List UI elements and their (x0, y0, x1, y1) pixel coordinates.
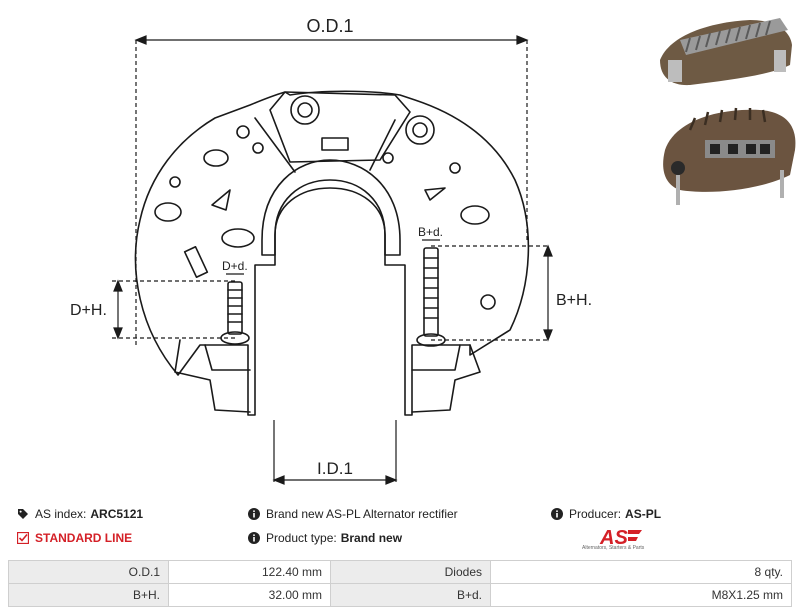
spec-value: M8X1.25 mm (490, 583, 792, 607)
table-row: O.D.1 122.40 mm Diodes 8 qty. (8, 560, 792, 584)
product-type-label: Product type: (266, 531, 337, 545)
as-pl-logo: AS (599, 527, 642, 549)
spec-value: 8 qty. (490, 560, 792, 584)
product-description: Brand new AS-PL Alternator rectifier (248, 507, 458, 521)
product-type-value: Brand new (340, 531, 403, 545)
product-type: Product type: Brand new (248, 531, 402, 545)
spec-key: B+d. (330, 583, 491, 607)
as-index-label: AS index: (35, 507, 87, 521)
standard-line: STANDARD LINE (17, 531, 132, 545)
dh-label: D+H. (70, 302, 107, 319)
spec-key: Diodes (330, 560, 491, 584)
rectifier-outline (134, 90, 530, 416)
od-label: O.D.1 (306, 16, 353, 36)
rectifier-technical-drawing: O.D.1 I.D.1 D+H. B+H. D+d. B+d. (70, 16, 592, 485)
info-icon (551, 508, 563, 520)
info-icon (248, 532, 260, 544)
specs-table: O.D.1 122.40 mm Diodes 8 qty. B+H. 32.00… (8, 560, 792, 607)
standard-line-label: STANDARD LINE (35, 531, 133, 545)
dd-label: D+d. (222, 259, 248, 273)
producer: Producer: AS-PL (551, 507, 661, 521)
tag-icon (18, 509, 28, 519)
bh-label: B+H. (556, 292, 592, 309)
checkbox-icon (17, 532, 29, 544)
product-photo-bottom (663, 107, 796, 205)
bd-label: B+d. (418, 225, 443, 239)
logo-tagline: Alternators, Starters & Parts (582, 545, 645, 551)
table-row: B+H. 32.00 mm B+d. M8X1.25 mm (8, 583, 792, 607)
description-text: Brand new AS-PL Alternator rectifier (266, 507, 458, 521)
as-index-value: ARC5121 (90, 507, 144, 521)
info-icon (248, 508, 260, 520)
spec-value: 32.00 mm (168, 583, 331, 607)
spec-key: B+H. (8, 583, 169, 607)
product-photos (660, 18, 796, 205)
spec-value: 122.40 mm (168, 560, 331, 584)
producer-value: AS-PL (625, 507, 662, 521)
producer-label: Producer: (569, 507, 622, 521)
id-label: I.D.1 (317, 459, 353, 478)
product-photo-top (660, 18, 792, 86)
svg-text:AS: AS (599, 527, 628, 549)
as-index: AS index: ARC5121 (17, 507, 143, 521)
spec-key: O.D.1 (8, 560, 169, 584)
center-bore (261, 159, 401, 256)
